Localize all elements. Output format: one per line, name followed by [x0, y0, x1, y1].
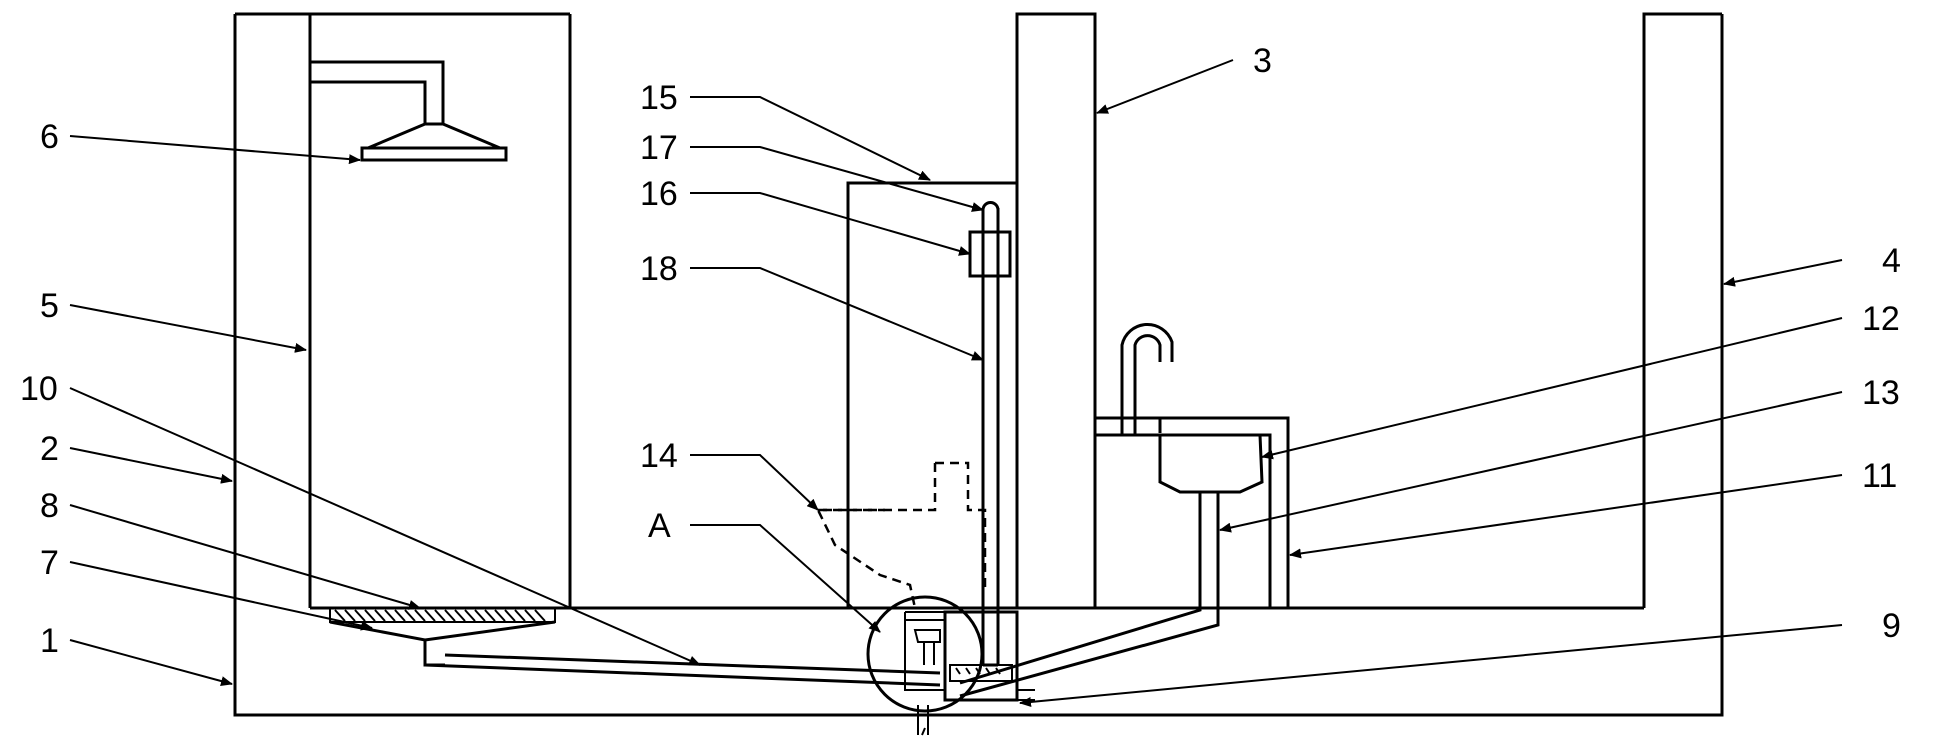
label-2: 2	[40, 430, 59, 468]
leader-14	[690, 454, 819, 511]
right-wall-4	[1642, 12, 1722, 608]
leader-9	[1019, 624, 1843, 707]
toilet-14	[816, 461, 987, 609]
leader-lines	[69, 59, 1843, 707]
leader-1	[69, 639, 233, 686]
label-16: 16	[640, 175, 678, 213]
leader-5	[69, 304, 307, 353]
leader-17	[690, 146, 984, 212]
leader-3	[1096, 59, 1234, 114]
leader-12	[1261, 317, 1843, 460]
junction-detail-A	[866, 595, 1035, 736]
building-base-1	[233, 14, 1724, 717]
label-7: 7	[40, 544, 59, 582]
leader-10	[69, 387, 701, 666]
toilet-cabinet-15	[846, 181, 1017, 608]
sink-drain-pipe-13	[959, 492, 1220, 698]
leader-13	[1219, 391, 1843, 533]
label-1: 1	[40, 622, 59, 660]
sink-basin-12	[1158, 418, 1264, 494]
leader-11	[1289, 474, 1843, 559]
label-11: 11	[1862, 457, 1897, 495]
pipe-cap-17	[981, 201, 1000, 232]
label-13: 13	[1862, 374, 1900, 412]
leader-18	[690, 267, 984, 361]
leader-7	[69, 561, 373, 631]
valve-box-16	[968, 230, 1012, 278]
label-9: 9	[1882, 607, 1901, 645]
leader-4	[1723, 259, 1843, 287]
label-4: 4	[1882, 242, 1901, 280]
label-12: 12	[1862, 300, 1900, 338]
callout-labels: 1 2 3 4 5 6 7 8 9 10 11 12 13 14 15 16 1…	[20, 42, 1901, 660]
leader-15	[690, 96, 931, 181]
leader-2	[69, 447, 233, 484]
leader-A	[690, 524, 881, 633]
label-14: 14	[640, 437, 678, 475]
label-17: 17	[640, 129, 678, 167]
drain-pipe-10	[424, 653, 941, 687]
label-18: 18	[640, 250, 678, 288]
label-A: A	[648, 507, 671, 545]
label-10: 10	[20, 370, 58, 408]
label-3: 3	[1253, 42, 1272, 80]
label-15: 15	[640, 79, 678, 117]
partition-wall-3	[1015, 12, 1097, 608]
leader-6	[69, 135, 361, 165]
label-6: 6	[40, 118, 59, 156]
shower-head-6	[310, 60, 508, 162]
shower-room-walls	[235, 12, 572, 608]
label-8: 8	[40, 487, 59, 525]
label-5: 5	[40, 287, 59, 325]
faucet	[1120, 323, 1174, 435]
leader-8	[69, 504, 421, 610]
floor-grating-8	[329, 607, 556, 623]
leader-16	[690, 192, 971, 256]
